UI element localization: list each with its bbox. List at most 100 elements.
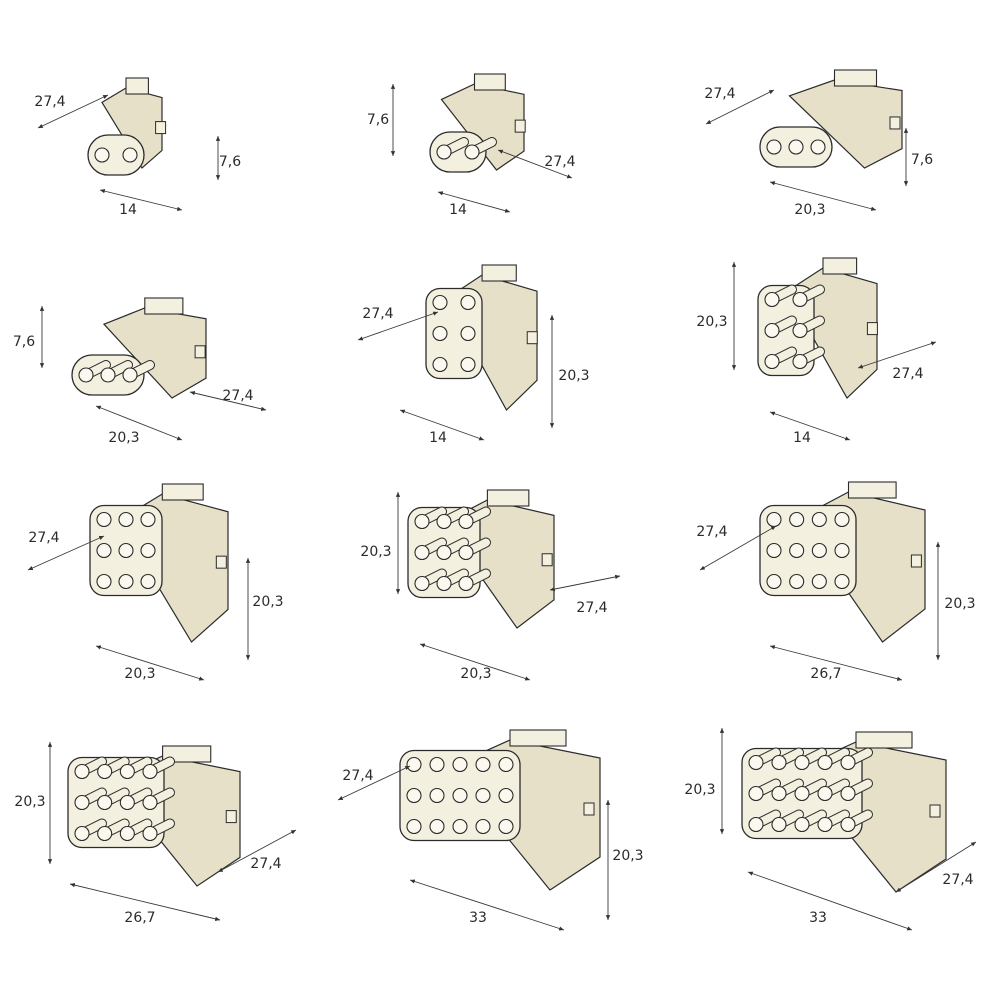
depth-dimension-line [705, 89, 775, 125]
pin-cavity [122, 147, 138, 163]
width-dimension-line [99, 189, 183, 211]
width-dimension-line [437, 191, 511, 213]
pin-cavity [429, 756, 445, 773]
height-dimension-label: 20,3 [252, 594, 283, 610]
pin-cavity [475, 756, 491, 773]
latch-tab [509, 729, 567, 747]
latch-tab [161, 483, 204, 501]
pin-cavity [406, 787, 422, 804]
pin-cavity [794, 816, 810, 833]
height-dimension-label: 7,6 [911, 152, 933, 168]
width-dimension-label: 33 [809, 910, 827, 926]
pin-cavity [764, 291, 780, 308]
pin-cavity [119, 794, 135, 811]
pin-cavity [458, 544, 474, 561]
width-dimension-label: 26,7 [810, 666, 841, 682]
width-dimension-line [419, 643, 531, 681]
depth-dimension-label: 27,4 [250, 856, 281, 872]
width-dimension-label: 20,3 [124, 666, 155, 682]
pin-cavity [460, 356, 476, 373]
pin-cavity [406, 756, 422, 773]
pin-cavity [464, 144, 480, 160]
pin-cavity [475, 787, 491, 804]
connector-c7: 20,3 20,3 27,4 [27, 483, 284, 682]
depth-dimension-line [217, 829, 297, 873]
housing-front [87, 134, 145, 176]
pin-cavity [771, 816, 787, 833]
pin-cavity [119, 825, 135, 842]
pin-cavity [792, 291, 808, 308]
height-dimension-label: 7,6 [13, 334, 35, 350]
depth-dimension-line [37, 94, 109, 129]
latch-tab [847, 481, 897, 499]
pin-cavity [94, 147, 110, 163]
side-clip [514, 119, 526, 133]
pin-cavity [840, 816, 856, 833]
pin-cavity [817, 754, 833, 771]
latch-tab [855, 731, 913, 749]
connector-c4: 20,37,627,4 [13, 297, 267, 446]
pin-cavity [817, 816, 833, 833]
pin-cavity [771, 754, 787, 771]
depth-dimension-label: 27,4 [28, 530, 59, 546]
pin-cavity [498, 818, 514, 835]
depth-dimension-line [27, 535, 105, 571]
pin-cavity [840, 754, 856, 771]
pin-cavity [406, 818, 422, 835]
width-dimension-line [399, 409, 485, 441]
pin-cavity [414, 544, 430, 561]
pin-cavity [414, 575, 430, 592]
pin-cavity [458, 575, 474, 592]
pin-cavity [834, 511, 850, 528]
width-dimension-line [409, 879, 565, 931]
pin-cavity [97, 794, 113, 811]
pin-cavity [78, 367, 94, 383]
pin-cavity [794, 754, 810, 771]
pin-cavity [97, 825, 113, 842]
height-dimension-label: 20,3 [612, 848, 643, 864]
pin-cavity [432, 325, 448, 342]
pin-cavity [834, 573, 850, 590]
depth-dimension-line [857, 341, 937, 369]
pin-cavity [118, 542, 134, 559]
height-dimension-label: 20,3 [558, 368, 589, 384]
connector-c1: 147,627,4 [34, 77, 241, 218]
pin-cavity [748, 816, 764, 833]
side-clip [866, 322, 878, 336]
height-dimension-label: 20,3 [360, 544, 391, 560]
pin-cavity [142, 794, 158, 811]
pin-cavity [118, 511, 134, 528]
width-dimension-line [747, 871, 913, 931]
pin-cavity [792, 353, 808, 370]
pin-cavity [429, 787, 445, 804]
depth-dimension-label: 27,4 [544, 154, 575, 170]
pin-cavity [74, 794, 90, 811]
depth-dimension-label: 27,4 [704, 86, 735, 102]
width-dimension-line [95, 645, 205, 681]
pin-cavity [429, 818, 445, 835]
pin-cavity [789, 542, 805, 559]
pin-cavity [436, 144, 452, 160]
pin-cavity [142, 763, 158, 780]
pin-cavity [460, 325, 476, 342]
latch-tab [125, 77, 149, 95]
pin-cavity [840, 785, 856, 802]
pin-cavity [452, 756, 468, 773]
latch-tab [144, 297, 184, 315]
latch-tab [473, 73, 506, 91]
pin-cavity [460, 294, 476, 311]
pin-cavity [789, 573, 805, 590]
pin-cavity [792, 322, 808, 339]
pin-cavity [810, 139, 826, 155]
height-dimension-label: 20,3 [944, 596, 975, 612]
pin-cavity [475, 818, 491, 835]
side-clip [215, 555, 227, 569]
height-dimension-label: 20,3 [14, 794, 45, 810]
pin-cavity [458, 513, 474, 530]
pin-cavity [834, 542, 850, 559]
pin-cavity [432, 294, 448, 311]
